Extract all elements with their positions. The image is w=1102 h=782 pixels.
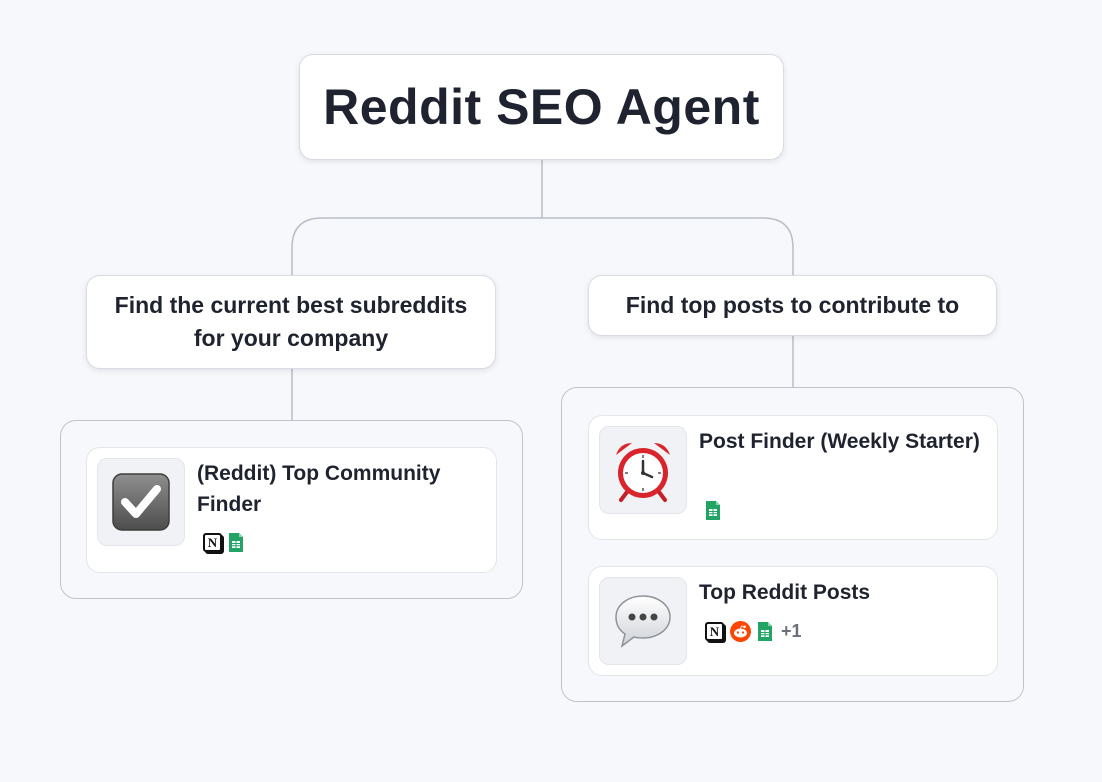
reddit-icon — [730, 621, 751, 642]
google-sheets-icon — [706, 501, 720, 520]
agent-card-top-community-finder[interactable]: (Reddit) Top Community Finder N — [86, 447, 497, 573]
branch-split-connector — [291, 217, 794, 275]
branch-node-find-subreddits[interactable]: Find the current best subreddits for you… — [86, 275, 496, 369]
google-sheets-icon — [758, 622, 772, 641]
integration-badges: N +1 — [705, 621, 802, 642]
root-node[interactable]: Reddit SEO Agent — [299, 54, 784, 160]
agent-group-subreddits: (Reddit) Top Community Finder N — [60, 420, 523, 599]
agent-card-top-reddit-posts[interactable]: Top Reddit Posts N +1 — [588, 566, 998, 676]
alarm-clock-icon — [599, 426, 687, 514]
integration-badges: N — [203, 532, 244, 553]
agent-card-post-finder[interactable]: Post Finder (Weekly Starter) — [588, 415, 998, 540]
agent-card-title: (Reddit) Top Community Finder — [197, 462, 441, 516]
more-integrations-count: +1 — [781, 621, 802, 641]
branch-title: Find the current best subreddits for you… — [114, 292, 468, 351]
root-title: Reddit SEO Agent — [323, 79, 760, 135]
notion-icon: N — [203, 533, 222, 552]
branch-node-find-posts[interactable]: Find top posts to contribute to — [588, 275, 997, 336]
google-sheets-icon — [229, 533, 243, 552]
integration-badges — [705, 500, 721, 521]
agent-card-title: Post Finder (Weekly Starter) — [699, 430, 980, 453]
notion-icon: N — [705, 622, 724, 641]
agent-group-posts: Post Finder (Weekly Starter) — [561, 387, 1024, 702]
checkbox-checked-icon — [97, 458, 185, 546]
agent-card-title: Top Reddit Posts — [699, 581, 871, 604]
branch-title: Find top posts to contribute to — [625, 292, 960, 318]
speech-bubble-icon — [599, 577, 687, 665]
